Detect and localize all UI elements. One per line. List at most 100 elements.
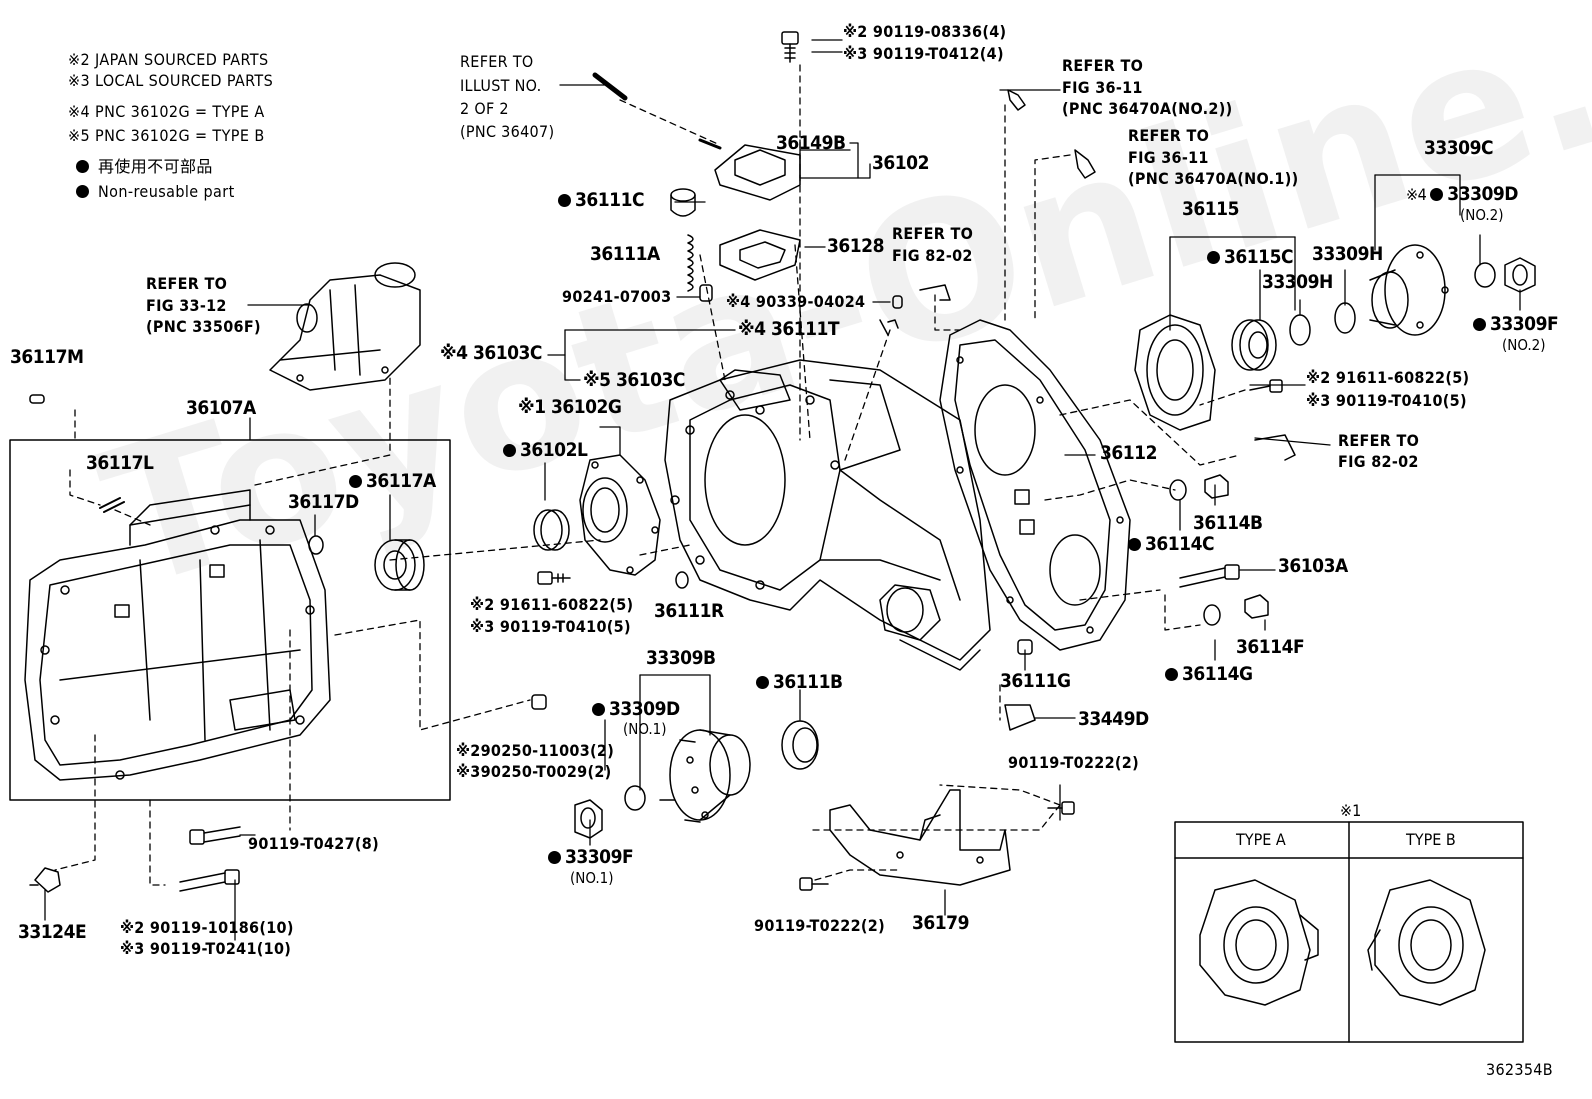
bolt-91611-left (537, 571, 571, 585)
part-36103C-type5: ※5 36103C (583, 369, 685, 391)
part-36149B: 36149B (776, 132, 846, 154)
part-90119-08336: ※2 90119-08336(4) (843, 22, 1007, 41)
ref-illust-3: 2 OF 2 (460, 99, 509, 118)
plug-36114F (1244, 594, 1269, 619)
washer-36114C (1169, 479, 1187, 501)
extension-housing-36102G (579, 454, 661, 576)
part-90250-11003: ※290250-11003(2) (456, 741, 615, 760)
bracket-36470A-no1 (1074, 149, 1096, 179)
nonreusable-dot-icon (349, 475, 362, 488)
bracket-36470A-no2 (1007, 89, 1026, 111)
part-91611-60822-left: ※2 91611-60822(5) (470, 595, 634, 614)
ball-90241 (699, 284, 713, 302)
companion-flange-33309C (1369, 244, 1449, 336)
nonreusable-dot-icon (1128, 538, 1141, 551)
ref-fig8202b-1: REFER TO (1338, 431, 1420, 450)
part-36114G: 36114G (1165, 665, 1253, 684)
part-33309H-upper: 33309H (1312, 243, 1383, 265)
type-b-drawing (1367, 879, 1486, 1006)
pin-36117M (29, 394, 45, 404)
ref-illust-4: (PNC 36407) (460, 122, 555, 141)
dashed-leaders (54, 64, 1246, 886)
nonreusable-dot-icon (756, 676, 769, 689)
bolt-91611-right (1249, 379, 1283, 393)
part-36114C: 36114C (1128, 535, 1215, 554)
plug-36111C (670, 188, 696, 217)
ref-fig3611a-1: REFER TO (1062, 56, 1144, 75)
ref-fig3611b-2: FIG 36-11 (1128, 148, 1209, 167)
ref-fig3611a-2: FIG 36-11 (1062, 78, 1143, 97)
legend-note-2: ※2 JAPAN SOURCED PARTS (68, 50, 269, 69)
bolt-90119-T0222-left (799, 877, 829, 891)
label-no2-b: (NO.2) (1502, 336, 1546, 354)
part-36114B: 36114B (1193, 512, 1263, 534)
nonreusable-dot-icon (76, 185, 89, 198)
typebox-type-a: TYPE A (1236, 830, 1286, 849)
part-36114F: 36114F (1236, 636, 1305, 658)
part-36117L: 36117L (86, 452, 154, 474)
part-90339-04024: ※4 90339-04024 (726, 292, 866, 311)
nonreusable-dot-icon (1165, 668, 1178, 681)
part-90119-T0222-right: 90119-T0222(2) (1008, 753, 1139, 772)
part-36111R: 36111R (654, 600, 724, 622)
ref-fig8202b-2: FIG 82-02 (1338, 452, 1419, 471)
bolt-90119-10186 (179, 869, 240, 892)
bolt-36103A (1179, 564, 1240, 588)
rear-case-36112 (939, 319, 1131, 651)
part-90119-T0410-left: ※3 90119-T0410(5) (470, 617, 631, 636)
part-36117D: 36117D (288, 491, 359, 513)
part-33309F-no1: 33309F (548, 848, 634, 867)
part-36111G: 36111G (1000, 670, 1071, 692)
ref-fig8202a-1: REFER TO (892, 224, 974, 243)
part-36179: 36179 (912, 912, 969, 934)
housing-group-box (9, 439, 451, 801)
typebox-header: ※1 (1340, 801, 1362, 820)
washer-36114G (1203, 604, 1221, 626)
pin-36407 (592, 72, 628, 101)
label-no2-a: (NO.2) (1460, 206, 1504, 224)
part-33309B: 33309B (646, 647, 716, 669)
nonreusable-dot-icon (592, 703, 605, 716)
nonreusable-dot-icon (1207, 251, 1220, 264)
legend-note-5: ※5 PNC 36102G = TYPE B (68, 126, 265, 145)
shift-housing-33506F (269, 262, 421, 391)
part-36111B: 36111B (756, 673, 843, 692)
transmission-housing (24, 489, 331, 781)
bolt-90119-T0427 (189, 826, 241, 845)
spring-36111A (687, 234, 694, 292)
legend-note-4: ※4 PNC 36102G = TYPE A (68, 102, 265, 121)
part-36112: 36112 (1100, 442, 1157, 464)
label-no1-b: (NO.1) (570, 869, 614, 887)
part-36103C-type4: ※4 36103C (440, 342, 542, 364)
part-36128: 36128 (827, 235, 884, 257)
bracket-82-02-a (919, 284, 951, 301)
part-33309D-no2: ※4 33309D (1406, 183, 1518, 205)
type-comparison-box (1174, 821, 1524, 1043)
ref-fig3611b-3: (PNC 36470A(NO.1)) (1128, 169, 1299, 188)
part-36117M: 36117M (10, 346, 84, 368)
part-33309C: 33309C (1424, 137, 1494, 159)
part-33309F-no2: 33309F (1473, 315, 1559, 334)
clip-33449D (1004, 704, 1036, 731)
nut-33309F-no1 (574, 799, 603, 839)
part-33309H-lower: 33309H (1262, 271, 1333, 293)
oil-seal-36102L (533, 509, 570, 551)
part-90119-T0410-right: ※3 90119-T0410(5) (1306, 391, 1467, 410)
part-90119-T0222-left: 90119-T0222(2) (754, 916, 885, 935)
part-33309D-no1: 33309D (592, 700, 680, 719)
legend-nonreusable-jp: 再使用不可部品 (76, 159, 213, 175)
companion-flange-33309B (659, 729, 751, 823)
part-91611-60822-right: ※2 91611-60822(5) (1306, 368, 1470, 387)
part-36111T: ※4 36111T (738, 318, 840, 340)
nonreusable-dot-icon (1473, 318, 1486, 331)
rear-housing-36115 (1134, 314, 1216, 431)
ring-33309H-a (1289, 314, 1311, 346)
bracket-36179 (829, 789, 1011, 886)
sensor-33124E (29, 867, 61, 893)
transfer-case-36103C (664, 359, 991, 671)
ring-33309H-b (1334, 302, 1356, 334)
bearing-36115C (1231, 319, 1277, 371)
part-36102L: 36102L (503, 441, 588, 460)
